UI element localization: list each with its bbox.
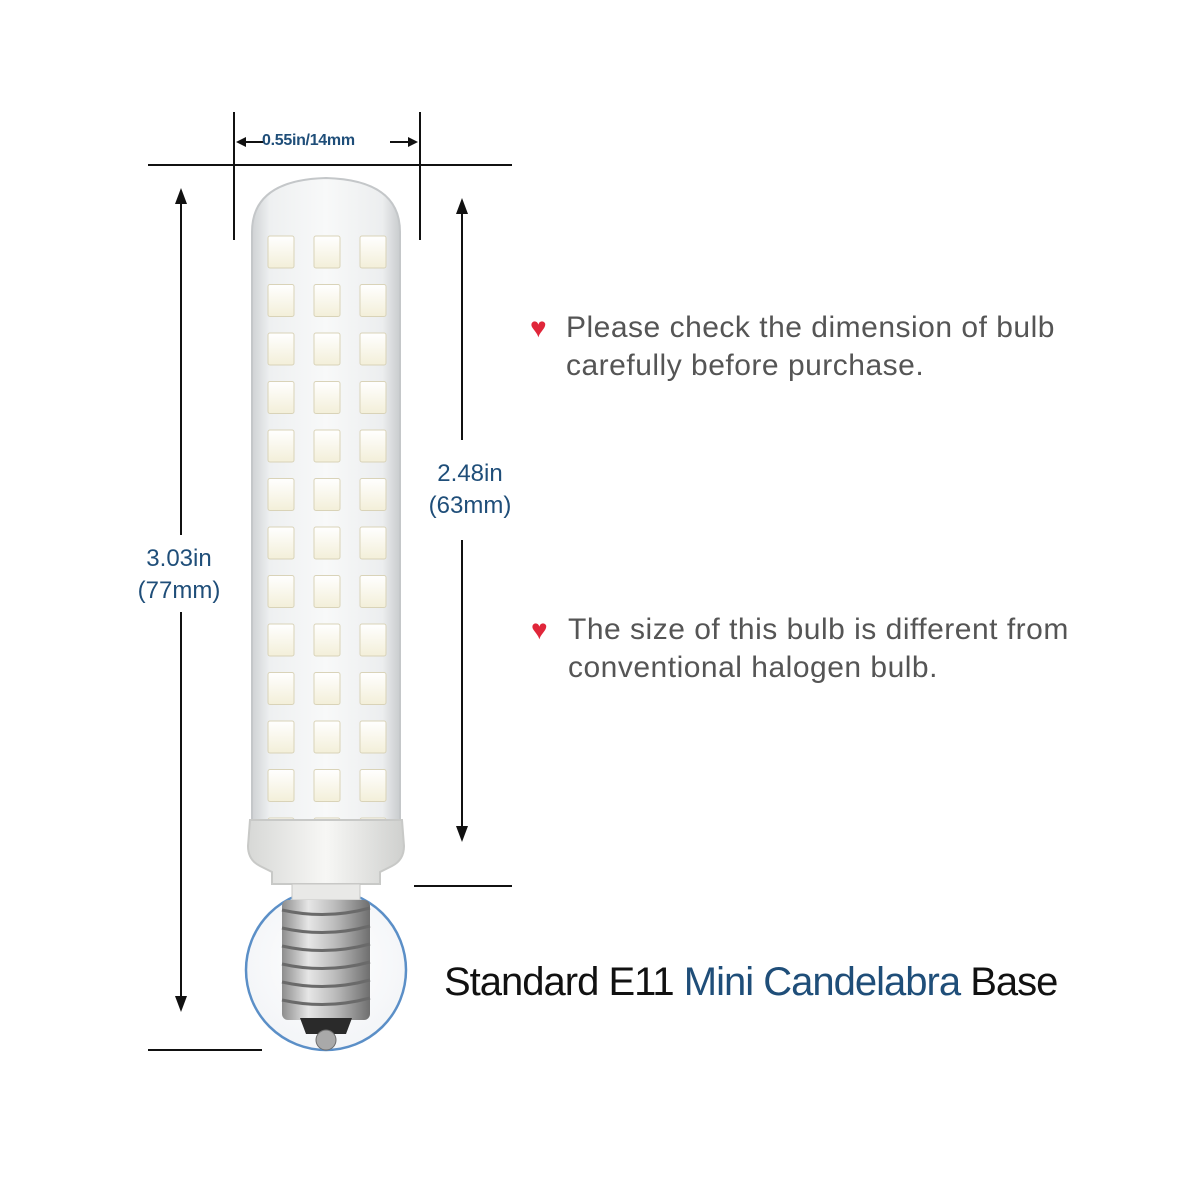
total-length-dimension [148,188,262,1051]
led-chip [359,769,387,802]
led-chip [359,623,387,657]
led-chip [359,284,387,317]
led-chip [313,623,341,657]
base-type-label: Standard E11 Mini Candelabra Base [444,958,1058,1006]
led-chip [359,672,387,705]
led-chip [313,720,341,754]
led-chip [267,526,295,560]
led-chip [313,769,341,802]
note-line: The size of this bulb is different from [568,613,1069,646]
led-chip [359,575,387,608]
led-chip [313,332,341,366]
led-chip [267,623,295,657]
led-chip [267,575,295,608]
led-chip [359,381,387,414]
note-line: Please check the dimension of bulb [566,311,1055,344]
led-chip [313,381,341,414]
note-line: carefully before purchase. [566,349,925,382]
led-chip [267,235,295,269]
led-chip-grid [267,235,387,851]
led-chip [313,478,341,511]
led-chip [267,429,295,463]
thread-ridge [281,978,371,988]
thread-ridge [281,960,371,970]
total-length-mm: (77mm) [137,577,221,604]
led-chip [313,235,341,269]
total-length-label: 3.03in (77mm) [120,543,238,607]
thread-ridge [281,906,371,916]
led-chip [359,526,387,560]
heart-icon: ♥ [531,614,548,645]
note-dimension-check: Please check the dimension of bulb caref… [566,309,1055,385]
led-chip [359,332,387,366]
led-chip [267,769,295,802]
body-length-in: 2.48in [437,460,503,487]
socket-neck [291,883,361,901]
screw-thread-lines [281,906,371,1006]
body-length-label: 2.48in (63mm) [414,458,526,522]
led-chip [267,381,295,414]
thread-ridge [281,996,371,1006]
led-chip [267,332,295,366]
led-chip [313,526,341,560]
total-length-in: 3.03in [146,545,212,572]
led-chip [313,575,341,608]
width-label: 0.55in/14mm [262,132,355,149]
led-chip [313,284,341,317]
socket-contact [315,1029,337,1051]
led-chip [313,429,341,463]
led-chip [359,720,387,754]
led-chip [359,429,387,463]
socket-detail [244,883,408,1052]
led-chip [267,284,295,317]
width-dimension [148,112,512,240]
led-chip [359,235,387,269]
body-length-mm: (63mm) [428,492,512,519]
base-label-suffix: Base [970,960,1058,1004]
base-label-prefix: Standard E11 [444,960,675,1004]
led-bulb [246,176,406,885]
led-chip [313,672,341,705]
body-length-dimension [414,198,512,887]
note-size-difference: The size of this bulb is different from … [568,611,1069,687]
led-chip [359,478,387,511]
led-chip [267,720,295,754]
base-label-highlight: Mini Candelabra [683,960,961,1004]
heart-icon: ♥ [530,312,547,343]
thread-ridge [281,924,371,934]
led-chip [267,478,295,511]
thread-ridge [281,942,371,952]
led-chip [267,672,295,705]
bulb-collar [246,819,406,885]
note-line: conventional halogen bulb. [568,651,938,684]
socket-insulator [300,1018,352,1034]
